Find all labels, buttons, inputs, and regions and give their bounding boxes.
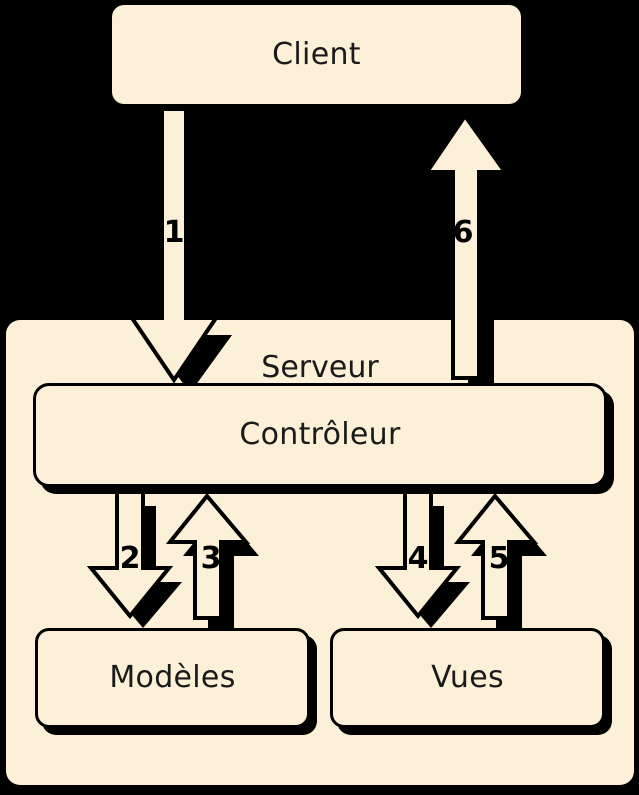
arrow-4-controleur-to-vues[interactable]: [374, 490, 470, 632]
arrow-3-modeles-to-controleur[interactable]: [165, 492, 259, 632]
arrow-2-label: 2: [119, 541, 141, 576]
node-vues[interactable]: Vues: [330, 628, 605, 728]
arrow-3-body: [165, 492, 251, 620]
node-client-label: Client: [272, 36, 361, 72]
node-controleur-label: Contrôleur: [239, 417, 401, 452]
arrow-4-body: [374, 490, 462, 620]
node-modeles[interactable]: Modèles: [35, 628, 310, 728]
node-modeles-label: Modèles: [109, 660, 236, 695]
arrow-1-body: [128, 94, 220, 384]
arrow-1-label: 1: [163, 215, 185, 250]
arrow-2-body: [86, 490, 174, 620]
arrow-1-shadow: [148, 113, 232, 393]
arrow-5-label: 5: [488, 541, 510, 576]
arrow-6-body: [423, 112, 509, 380]
arrow-5-vues-to-controleur[interactable]: [453, 492, 547, 632]
node-vues-label: Vues: [431, 660, 504, 695]
node-client[interactable]: Client: [112, 5, 521, 104]
arrow-2-controleur-to-modeles[interactable]: [86, 490, 182, 632]
arrow-6-label: 6: [452, 215, 474, 250]
node-serveur-label: Serveur: [261, 350, 379, 385]
node-controleur[interactable]: Contrôleur: [33, 383, 607, 487]
arrow-5-body: [453, 492, 539, 620]
arrow-6-controleur-to-client[interactable]: [420, 112, 520, 394]
arrow-4-label: 4: [407, 541, 429, 576]
arrow-3-label: 3: [200, 541, 222, 576]
arrow-1-client-to-controleur[interactable]: [126, 94, 232, 396]
